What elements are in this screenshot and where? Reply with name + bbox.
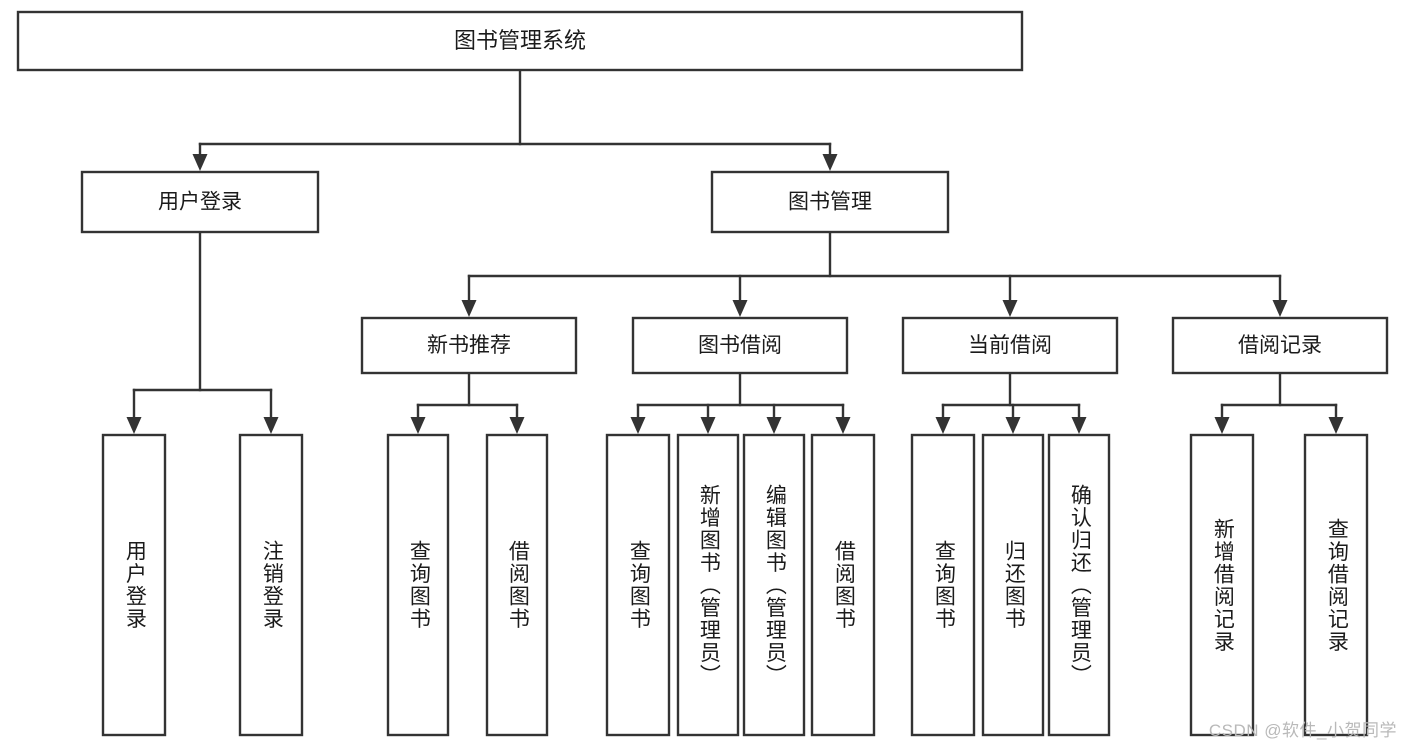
book-borrow-to-leaves-arrow-3 [835, 417, 851, 434]
level3-node-box-book-borrow[interactable] [631, 316, 849, 375]
leaf-node-box-leaf-return-book[interactable] [981, 433, 1045, 737]
new-book-recommend-to-leaves-arrow-1 [509, 417, 525, 434]
leaf-node-box-leaf-query-book-1[interactable] [386, 433, 450, 737]
level3-node-box-borrow-record[interactable] [1171, 316, 1389, 375]
connectors-layer [126, 68, 1344, 434]
level3-node-label-borrow-record: 借阅记录 [1238, 334, 1322, 357]
borrow-record-to-leaves-arrow-1 [1328, 417, 1344, 434]
leaf-node-box-leaf-confirm-return[interactable] [1047, 433, 1111, 737]
leaf-node-box-leaf-borrow-book-1[interactable] [485, 433, 549, 737]
level3-node-box-current-borrow[interactable] [901, 316, 1119, 375]
book-manage-to-level3-arrow-2 [1002, 300, 1018, 317]
book-manage-to-level3-arrow-3 [1272, 300, 1288, 317]
borrow-record-to-leaves-arrow-0 [1214, 417, 1230, 434]
book-borrow-to-leaves-arrow-0 [630, 417, 646, 434]
leaf-node-box-leaf-query-book-2[interactable] [605, 433, 671, 737]
user-login-to-leaves-arrow-1 [263, 417, 279, 434]
user-login-to-leaves-arrow-0 [126, 417, 142, 434]
level3-node-label-current-borrow: 当前借阅 [968, 334, 1052, 357]
level2-node-box-user-login[interactable] [80, 170, 320, 234]
level2-node-label-book-manage: 图书管理 [788, 191, 872, 214]
book-borrow-to-leaves-arrow-2 [766, 417, 782, 434]
book-manage-to-level3-arrow-0 [461, 300, 477, 317]
current-borrow-to-leaves-arrow-2 [1071, 417, 1087, 434]
leaf-node-box-leaf-user-logout[interactable] [238, 433, 304, 737]
leaf-node-box-leaf-user-login[interactable] [101, 433, 167, 737]
leaf-node-box-leaf-query-book-3[interactable] [910, 433, 976, 737]
root-node-label: 图书管理系统 [454, 28, 586, 53]
root-node-box[interactable] [16, 10, 1024, 72]
root-to-level2-arrow-1 [822, 154, 838, 171]
current-borrow-to-leaves-arrow-0 [935, 417, 951, 434]
level2-node-box-book-manage[interactable] [710, 170, 950, 234]
level3-node-box-new-book-recommend[interactable] [360, 316, 578, 375]
current-borrow-to-leaves-arrow-1 [1005, 417, 1021, 434]
watermark-text: CSDN @软件_小贺同学 [1208, 721, 1397, 740]
leaf-node-box-leaf-edit-book-admin[interactable] [742, 433, 806, 737]
leaf-node-box-leaf-borrow-book-2[interactable] [810, 433, 876, 737]
boxes-layer [16, 10, 1389, 737]
leaf-node-box-leaf-add-borrow-record[interactable] [1189, 433, 1255, 737]
book-manage-to-level3-arrow-1 [732, 300, 748, 317]
level3-node-label-book-borrow: 图书借阅 [698, 334, 782, 357]
leaf-node-box-leaf-query-borrow-record[interactable] [1303, 433, 1369, 737]
leaf-node-box-leaf-add-book-admin[interactable] [676, 433, 740, 737]
level2-node-label-user-login: 用户登录 [158, 191, 242, 214]
root-to-level2-arrow-0 [192, 154, 208, 171]
level3-node-label-new-book-recommend: 新书推荐 [427, 334, 511, 357]
book-borrow-to-leaves-arrow-1 [700, 417, 716, 434]
new-book-recommend-to-leaves-arrow-0 [410, 417, 426, 434]
